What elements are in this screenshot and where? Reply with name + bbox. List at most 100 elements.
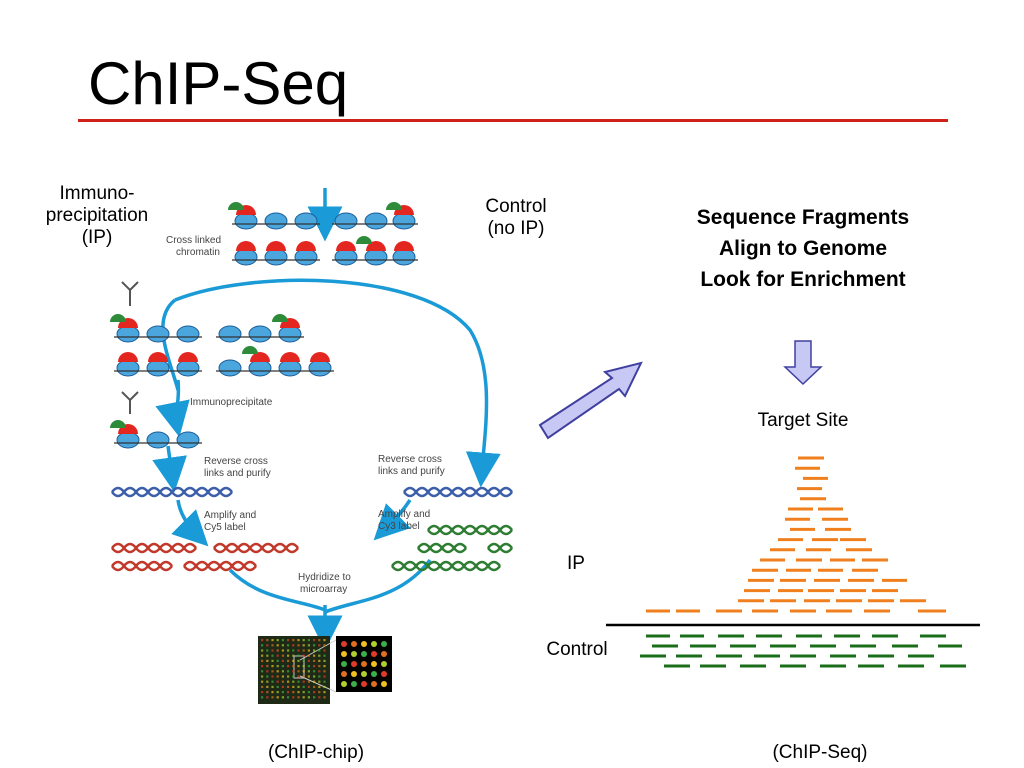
microarray-spot (323, 670, 326, 673)
microarray-spot (318, 639, 321, 642)
microarray-spot (313, 665, 316, 668)
target-site-label: Target Site (757, 410, 849, 431)
control-fragments (640, 634, 966, 668)
step-text: Amplify and (204, 510, 257, 521)
microarray-spot (271, 670, 274, 673)
step-immunoprecipitate: Immunoprecipitate (190, 397, 273, 408)
cy3-labeled-dna (391, 524, 513, 572)
microarray-spot (261, 691, 264, 694)
microarray-spot (313, 654, 316, 657)
microarray-spot (313, 696, 316, 699)
microarray-spot (271, 649, 274, 652)
ip-track-label: IP (567, 553, 585, 574)
microarray-spot (341, 661, 347, 667)
microarray-spot (307, 675, 310, 678)
sequence-heading: Sequence Fragments Align to Genome Look … (650, 202, 956, 295)
microarray-spot (266, 696, 269, 699)
step-text: links and purify (378, 466, 445, 477)
purified-dna-right (403, 486, 513, 498)
microarray-spot (307, 644, 310, 647)
microarray-spot (323, 644, 326, 647)
cy5-labeled-dna (111, 542, 299, 572)
microarray-spot (302, 659, 305, 662)
microarray-spot (276, 691, 279, 694)
microarray-spot (287, 675, 290, 678)
microarray-spot (323, 659, 326, 662)
microarray-spot (371, 641, 377, 647)
microarray-spot (307, 685, 310, 688)
microarray-spot (351, 661, 357, 667)
step-text: chromatin (176, 247, 220, 258)
microarray-spot (381, 671, 387, 677)
microarray-spot (261, 670, 264, 673)
step-hybridize: Hydridize to microarray (298, 572, 351, 596)
microarray-spot (313, 639, 316, 642)
control-no-ip-label: Control (no IP) (468, 196, 564, 240)
microarray-spot (292, 685, 295, 688)
microarray-spot (361, 661, 367, 667)
microarray-spot (292, 675, 295, 678)
microarray-spot (302, 644, 305, 647)
microarray-spot (266, 685, 269, 688)
microarray-spots (261, 639, 387, 699)
microarray-spot (276, 670, 279, 673)
microarray-spot (271, 680, 274, 683)
direction-block-arrow (538, 361, 643, 440)
chromatin-dna (114, 223, 418, 444)
microarray-spot (361, 651, 367, 657)
microarray-spot (307, 659, 310, 662)
microarray-spot (323, 696, 326, 699)
microarray-spot (271, 644, 274, 647)
microarray-spot (371, 651, 377, 657)
microarray-spot (287, 696, 290, 699)
microarray-spot (271, 696, 274, 699)
microarray-spot (302, 685, 305, 688)
antibody-icons (121, 281, 139, 414)
microarray-spot (281, 644, 284, 647)
microarray-spot (261, 649, 264, 652)
microarray-spot (307, 670, 310, 673)
microarray-spot (271, 659, 274, 662)
microarray-spot (302, 670, 305, 673)
step-text: Reverse cross (204, 456, 268, 467)
microarray-spot (341, 641, 347, 647)
microarray-spot (313, 685, 316, 688)
microarray-spot (371, 671, 377, 677)
microarray-spot (276, 665, 279, 668)
microarray-spot (297, 670, 300, 673)
microarray-spot (281, 654, 284, 657)
microarray-spot (318, 659, 321, 662)
microarray-spot (271, 675, 274, 678)
microarray-spot (323, 665, 326, 668)
heading-line: Sequence Fragments (696, 206, 910, 229)
microarray-spot (292, 665, 295, 668)
ip-label-line: (IP) (81, 227, 113, 248)
microarray-spot (281, 639, 284, 642)
microarray-spot (307, 649, 310, 652)
ip-fragments (646, 456, 946, 613)
microarray-spot (323, 654, 326, 657)
step-amplify-cy5: Amplify and Cy5 label (204, 510, 256, 534)
microarray-spot (261, 665, 264, 668)
microarray-spot (281, 675, 284, 678)
microarray-spot (318, 665, 321, 668)
microarray-spot (313, 675, 316, 678)
microarray-spot (297, 691, 300, 694)
microarray-spot (276, 639, 279, 642)
microarray-spot (297, 654, 300, 657)
microarray-spot (261, 644, 264, 647)
ip-label: Immuno- precipitation (IP) (22, 183, 172, 249)
microarray-spot (351, 681, 357, 687)
microarray-spot (261, 639, 264, 642)
microarray-spot (323, 675, 326, 678)
microarray-spot (313, 649, 316, 652)
microarray-spot (341, 671, 347, 677)
microarray-spot (287, 639, 290, 642)
microarray-spot (323, 691, 326, 694)
microarray-spot (313, 691, 316, 694)
step-amplify-cy3: Amplify and Cy3 label (378, 509, 430, 533)
microarray-spot (266, 654, 269, 657)
microarray-spot (313, 659, 316, 662)
microarray-spot (297, 644, 300, 647)
